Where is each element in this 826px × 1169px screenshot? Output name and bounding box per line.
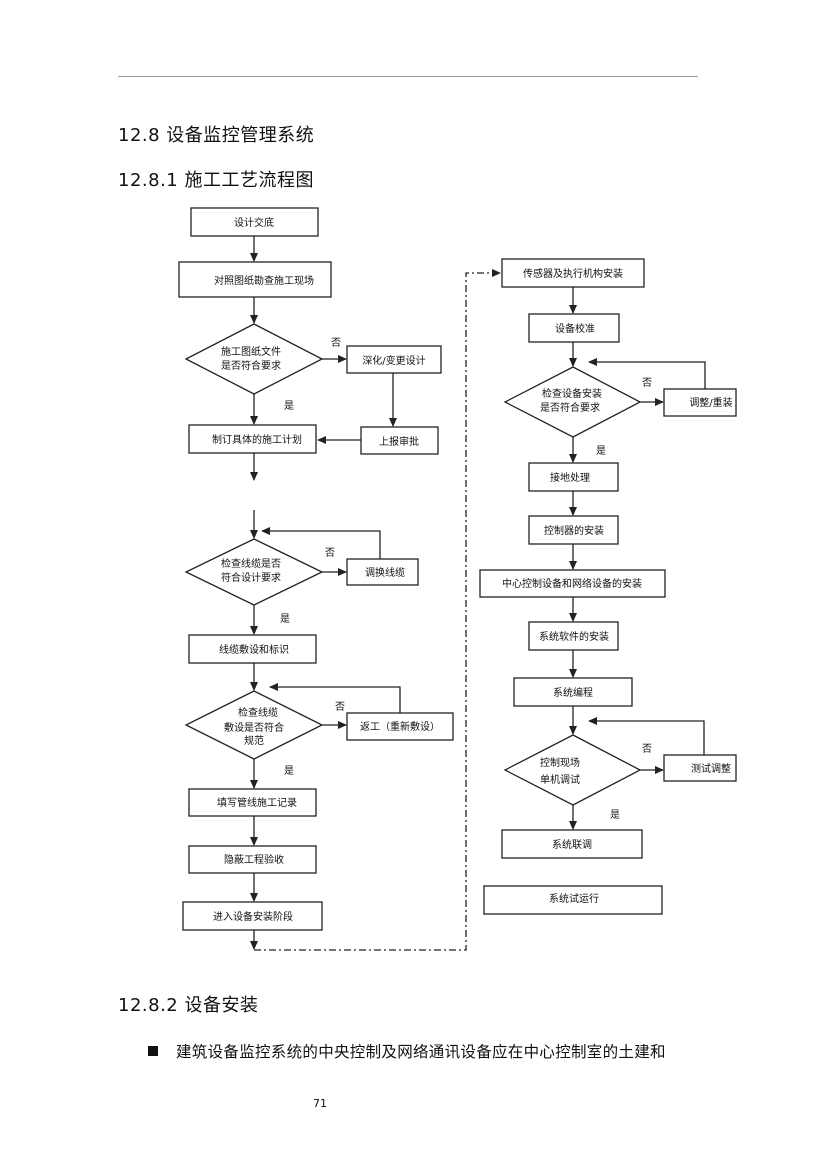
no-label: 否 <box>642 377 652 389</box>
label-programming: 系统编程 <box>553 686 593 699</box>
label-check-install-2: 是否符合要求 <box>540 401 600 414</box>
label-check-lay-1: 检查线缆 <box>238 706 278 719</box>
no-label: 否 <box>335 701 345 713</box>
box-adjust <box>663 388 737 417</box>
box-hidden-acceptance <box>188 845 317 874</box>
yes-label: 是 <box>596 445 606 457</box>
label-adjust: 调整/重装 <box>689 396 732 409</box>
label-test-adjust: 测试调整 <box>691 762 731 775</box>
label-trial-run: 系统试运行 <box>549 892 599 905</box>
subsection-title-install: 12.8.2 设备安装 <box>118 995 259 1016</box>
yes-label: 是 <box>284 765 294 777</box>
diamond-site-test <box>503 734 642 806</box>
yes-label: 是 <box>284 400 294 412</box>
label-check-cable-2: 符合设计要求 <box>221 571 281 584</box>
construction-flowchart: 设计交底 对照图纸勘查施工现场 施工图纸文件 是否符合要求 深化/变更设计 上报… <box>178 207 737 951</box>
label-hidden-acceptance: 隐蔽工程验收 <box>224 853 284 866</box>
box-design-briefing <box>190 207 319 237</box>
box-trial-run <box>483 885 663 915</box>
no-label: 否 <box>325 547 335 559</box>
label-grounding: 接地处理 <box>550 471 590 484</box>
subsection-title-flowchart: 12.8.1 施工工艺流程图 <box>118 170 314 191</box>
label-controller-install: 控制器的安装 <box>544 524 604 537</box>
page-number: 71 <box>313 1097 327 1110</box>
label-software-install: 系统软件的安装 <box>539 630 609 643</box>
box-deepen-design <box>346 345 442 374</box>
box-rework <box>346 712 454 741</box>
label-plan: 制订具体的施工计划 <box>212 433 302 446</box>
label-rework: 返工（重新敷设） <box>360 720 440 733</box>
label-replace-cable: 调换线缆 <box>365 566 405 579</box>
no-label: 否 <box>642 743 652 755</box>
square-bullet-icon <box>148 1046 158 1056</box>
label-center-install: 中心控制设备和网络设备的安装 <box>502 577 642 590</box>
diamond-check-cable <box>184 538 324 606</box>
label-deepen-design: 深化/变更设计 <box>362 354 425 367</box>
no-label: 否 <box>331 337 341 349</box>
box-joint-debug <box>501 829 643 859</box>
box-submit-review <box>360 426 439 455</box>
box-programming <box>513 677 633 707</box>
box-compare-drawings <box>178 261 332 298</box>
box-lay-cable <box>188 634 317 664</box>
box-record <box>188 788 317 817</box>
yes-label: 是 <box>610 809 620 821</box>
yes-label: 是 <box>280 613 290 625</box>
label-site-test-1: 控制现场 <box>540 756 580 769</box>
label-site-test-2: 单机调试 <box>540 773 580 786</box>
diamond-check-install <box>503 366 642 438</box>
label-design-briefing: 设计交底 <box>234 216 274 229</box>
box-test-adjust <box>663 754 737 782</box>
label-check-lay-2: 敷设是否符合 <box>224 721 284 734</box>
label-check-lay-3: 规范 <box>244 734 264 747</box>
label-joint-debug: 系统联调 <box>552 838 592 851</box>
bullet-item: 建筑设备监控系统的中央控制及网络通讯设备应在中心控制室的土建和 <box>148 1040 666 1062</box>
label-check-install-1: 检查设备安装 <box>542 387 602 400</box>
box-enter-install <box>182 901 323 931</box>
label-check-docs-1: 施工图纸文件 <box>221 345 281 358</box>
box-calibrate <box>528 313 620 343</box>
header-rule <box>118 76 698 77</box>
box-sensor-install <box>501 258 645 288</box>
label-sensor-install: 传感器及执行机构安装 <box>523 267 623 280</box>
label-submit-review: 上报审批 <box>379 435 419 448</box>
label-lay-cable: 线缆敷设和标识 <box>219 643 289 656</box>
section-title: 12.8 设备监控管理系统 <box>118 125 315 146</box>
label-check-cable-1: 检查线缆是否 <box>221 557 281 570</box>
label-enter-install: 进入设备安装阶段 <box>213 910 293 923</box>
label-compare-drawings: 对照图纸勘查施工现场 <box>214 274 314 287</box>
diamond-check-docs <box>184 323 324 395</box>
box-controller-install <box>528 515 619 545</box>
label-check-docs-2: 是否符合要求 <box>221 359 281 372</box>
box-replace-cable <box>346 558 419 586</box>
connector-line <box>254 269 501 951</box>
label-calibrate: 设备校准 <box>555 322 595 335</box>
box-plan <box>188 424 317 454</box>
label-record: 填写管线施工记录 <box>217 796 297 809</box>
bullet-text: 建筑设备监控系统的中央控制及网络通讯设备应在中心控制室的土建和 <box>176 1043 666 1061</box>
